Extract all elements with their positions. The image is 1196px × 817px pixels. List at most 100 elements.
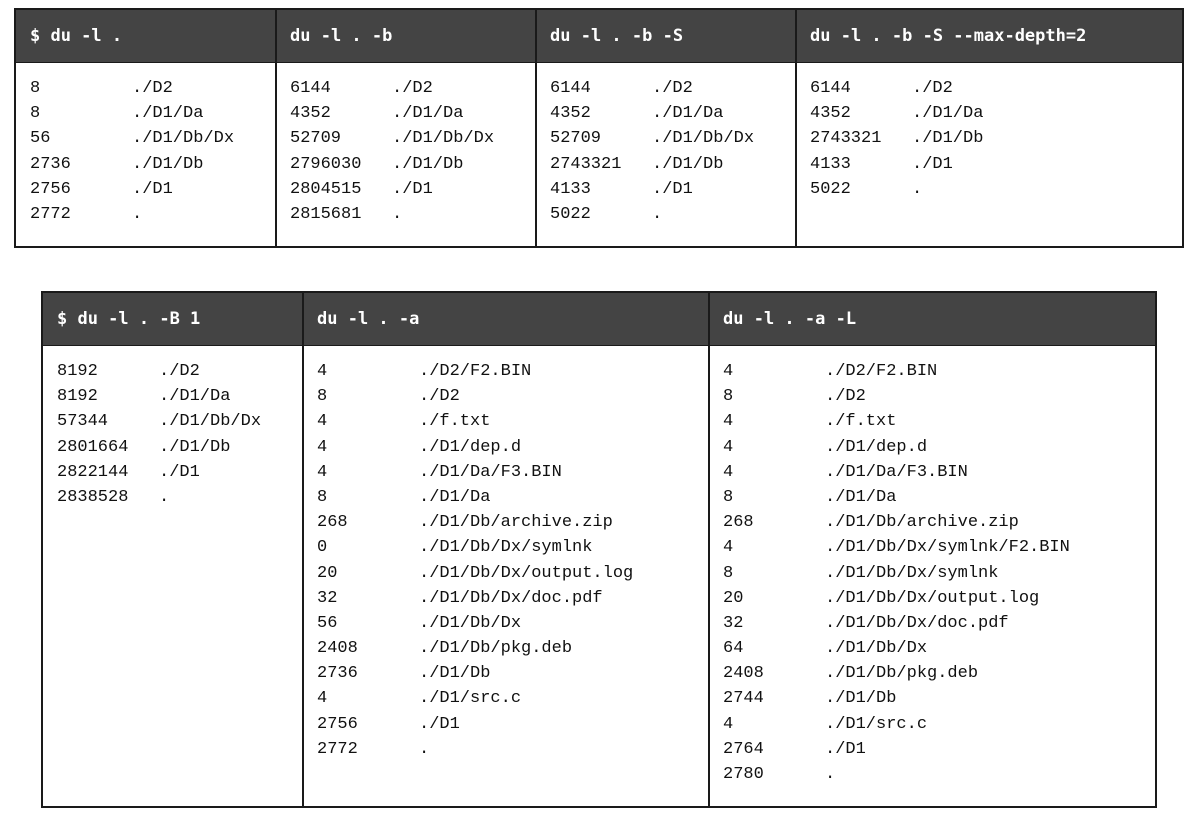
- size-value: 4352: [550, 104, 591, 124]
- command-header: du -l . -b -S: [536, 10, 796, 62]
- size-value: 4: [723, 714, 734, 734]
- du-output-line: 4./f.txt: [317, 409, 709, 434]
- path-value: ./D1/Db/Dx: [392, 129, 495, 149]
- size-value: 8: [723, 563, 734, 583]
- du-output-line: 20./D1/Db/Dx/output.log: [723, 586, 1155, 611]
- size-value: 4: [317, 689, 328, 709]
- size-value: 4: [317, 462, 328, 482]
- du-output-line: 2736./D1/Db: [30, 152, 276, 177]
- du-output-line: 2822144./D1: [57, 460, 303, 485]
- command-header: du -l . -b -S --max-depth=2: [796, 10, 1182, 62]
- path-value: ./D1/dep.d: [825, 437, 928, 457]
- size-value: 2772: [30, 204, 71, 224]
- du-output-line: 8./D1/Db/Dx/symlnk: [723, 561, 1155, 586]
- size-value: 8: [723, 387, 734, 407]
- du-output-line: 4 ./D1/Da/F3.BIN: [317, 460, 709, 485]
- size-value: 2822144: [57, 462, 129, 482]
- path-value: ./D1: [419, 714, 460, 734]
- size-value: 2772: [317, 739, 358, 759]
- du-output-line: 32./D1/Db/Dx/doc.pdf: [317, 586, 709, 611]
- path-value: ./D1: [652, 179, 693, 199]
- path-value: ./D1: [392, 179, 433, 199]
- du-output-line: 56./D1/Db/Dx: [317, 611, 709, 636]
- du-output-line: 4133./D1: [810, 152, 1182, 177]
- size-value: 32: [723, 613, 744, 633]
- path-value: ./D2: [392, 79, 433, 98]
- du-output-line: 2815681.: [290, 202, 536, 227]
- du-output-line: 2796030./D1/Db: [290, 152, 536, 177]
- du-output-line: 4352./D1/Da: [290, 101, 536, 126]
- path-value: ./D2: [912, 79, 953, 98]
- path-value: ./D1/Db: [419, 664, 491, 684]
- size-value: 2804515: [290, 179, 362, 199]
- path-value: ./D1/Db/Dx/output.log: [419, 563, 634, 583]
- du-output-line: 8./D1/Da: [723, 485, 1155, 510]
- command-header: du -l . -a -L: [709, 293, 1155, 345]
- size-value: 8192: [57, 387, 98, 407]
- size-value: 268: [317, 513, 348, 533]
- size-value: 57344: [57, 412, 109, 432]
- size-value: 0: [317, 538, 328, 558]
- size-value: 4: [723, 362, 734, 381]
- column-divider: [302, 293, 304, 806]
- size-value: 2736: [30, 154, 71, 174]
- path-value: ./D1/Da: [419, 487, 491, 507]
- size-value: 2838528: [57, 487, 129, 507]
- du-output-line: 2744./D1/Db: [723, 686, 1155, 711]
- size-value: 6144: [810, 79, 851, 98]
- size-value: 64: [723, 639, 744, 659]
- size-value: 2744: [723, 689, 764, 709]
- path-value: ./D1/Da: [159, 387, 231, 407]
- path-value: .: [652, 204, 663, 224]
- size-value: 4352: [290, 104, 331, 124]
- path-value: .: [912, 179, 923, 199]
- size-value: 4: [723, 412, 734, 432]
- du-output-line: 2408./D1/Db/pkg.deb: [723, 661, 1155, 686]
- du-output-line: 4./D2/F2.BIN: [317, 359, 709, 384]
- path-value: ./D1/Db/Dx: [159, 412, 262, 432]
- path-value: ./D1/Db: [652, 154, 724, 174]
- du-output-line: 2408./D1/Db/pkg.deb: [317, 636, 709, 661]
- size-value: 5022: [810, 179, 851, 199]
- du-output-line: 56./D1/Db/Dx: [30, 126, 276, 151]
- command-header: $ du -l .: [16, 10, 276, 62]
- size-value: 8: [317, 387, 328, 407]
- column-divider: [275, 10, 277, 246]
- header-divider: [16, 62, 1182, 63]
- du-output-line: 8./D1/Da: [317, 485, 709, 510]
- column-divider: [795, 10, 797, 246]
- path-value: ./D1/Db/pkg.deb: [825, 664, 979, 684]
- path-value: ./D2: [652, 79, 693, 98]
- size-value: 2756: [30, 179, 71, 199]
- path-value: ./f.txt: [419, 412, 491, 432]
- size-value: 2743321: [550, 154, 622, 174]
- du-output-line: 4 ./D1/dep.d: [723, 435, 1155, 460]
- du-output-line: 8192./D2: [57, 359, 303, 384]
- size-value: 32: [317, 588, 338, 608]
- size-value: 20: [723, 588, 744, 608]
- du-output-line: 8./D1/Da: [30, 101, 276, 126]
- size-value: 2801664: [57, 437, 129, 457]
- path-value: .: [825, 765, 836, 784]
- path-value: ./D1/Db/archive.zip: [825, 513, 1019, 533]
- size-value: 5022: [550, 204, 591, 224]
- size-value: 4: [723, 437, 734, 457]
- column-divider: [535, 10, 537, 246]
- command-header: du -l . -a: [303, 293, 709, 345]
- du-output-line: 4./D1/Da/F3.BIN: [723, 460, 1155, 485]
- path-value: ./D1/Db/Dx: [652, 129, 755, 149]
- path-value: ./D1/Da/F3.BIN: [419, 462, 562, 482]
- column-divider: [708, 293, 710, 806]
- path-value: ./D1/Da: [825, 487, 897, 507]
- size-value: 4: [317, 437, 328, 457]
- du-output-line: 64./D1/Db/Dx: [723, 636, 1155, 661]
- path-value: ./D1/Db/pkg.deb: [419, 639, 573, 659]
- du-output-line: 4./D2/F2.BIN: [723, 359, 1155, 384]
- du-output-line: 8./D2: [317, 384, 709, 409]
